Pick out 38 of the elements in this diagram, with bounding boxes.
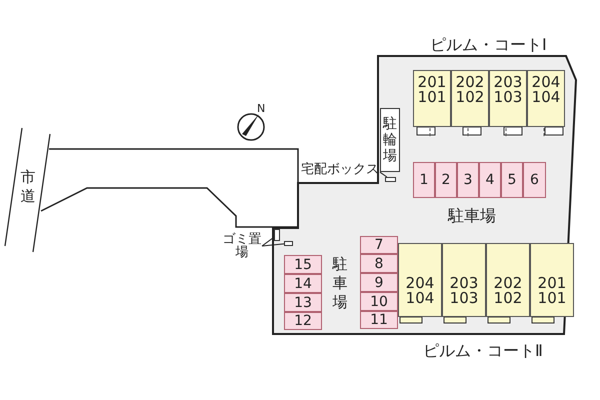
parking-space: 1 [413, 162, 435, 198]
apartment-unit: 202 102 [451, 70, 489, 127]
apartment-unit: 202 102 [486, 243, 530, 317]
storage-box [274, 229, 280, 241]
parking-space: 11 [360, 311, 398, 329]
storage-box [284, 241, 293, 246]
apartment-unit: 203 103 [489, 70, 527, 127]
parking-space: 14 [284, 274, 322, 293]
storage-box [385, 177, 396, 182]
bicycle-parking: 駐輪場 [380, 108, 400, 172]
building-name: ピルム・コートⅡ [423, 342, 543, 360]
area-label: 宅配ボックス [300, 161, 380, 177]
leader-line [380, 172, 388, 178]
parking-space: 7 [360, 236, 398, 254]
parking-space: 2 [435, 162, 457, 198]
building-name: ピルム・コートⅠ [430, 36, 547, 54]
apartment-unit: 204 104 [398, 243, 442, 317]
parking-space: 4 [479, 162, 501, 198]
parking-space: 10 [360, 292, 398, 311]
area-label: 駐車場 [332, 255, 348, 312]
apartment-unit: 201 101 [413, 70, 451, 127]
parking-space: 5 [501, 162, 523, 198]
apartment-unit: 204 104 [527, 70, 565, 127]
leader-line [262, 236, 274, 246]
parking-space: 3 [457, 162, 479, 198]
apartment-unit: 201 101 [530, 243, 574, 317]
parking-space: 15 [284, 255, 322, 274]
parking-space: 9 [360, 273, 398, 292]
compass-letter: N [257, 103, 266, 116]
parking-space: 12 [284, 312, 322, 330]
area-label: ゴミ置場 [222, 228, 262, 264]
road-label: 市道 [20, 168, 36, 206]
parking-space: 8 [360, 254, 398, 273]
area-label: 駐車場 [448, 207, 496, 225]
leader-line [262, 243, 284, 246]
parking-space: 13 [284, 293, 322, 312]
parking-space: 6 [523, 162, 546, 198]
apartment-unit: 203 103 [442, 243, 486, 317]
